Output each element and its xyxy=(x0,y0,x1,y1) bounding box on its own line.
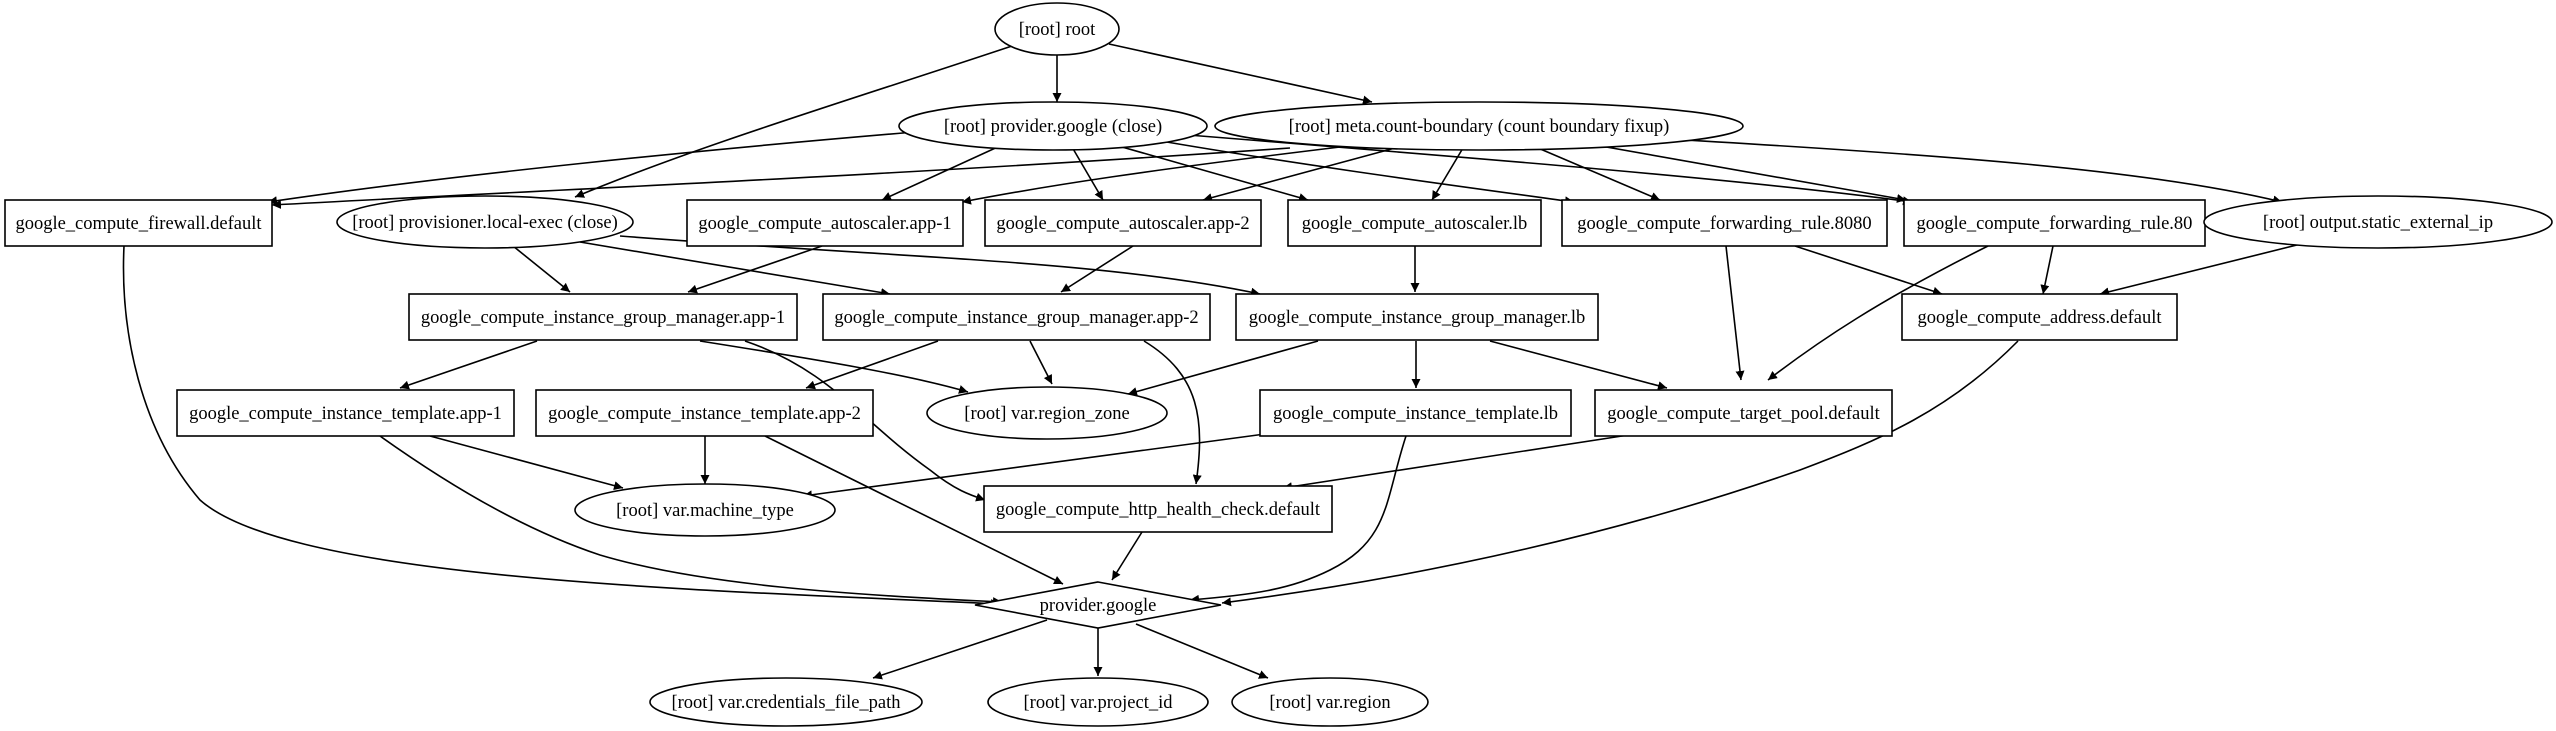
node-autoscaler-app2[interactable]: google_compute_autoscaler.app-2 xyxy=(984,199,1262,247)
edge-health-check-provider xyxy=(1111,531,1143,581)
node-igm-app2[interactable]: google_compute_instance_group_manager.ap… xyxy=(822,293,1211,341)
edge-igm-app1-health-check xyxy=(744,340,986,502)
node-fwd-80-label: google_compute_forwarding_rule.80 xyxy=(1917,214,2193,234)
node-project-id-label: [root] var.project_id xyxy=(1024,693,1174,713)
edge-address-provider xyxy=(1221,340,2019,607)
node-region-zone[interactable]: [root] var.region_zone xyxy=(926,386,1168,440)
node-provider-label: provider.google xyxy=(1040,596,1157,616)
node-meta-boundary[interactable]: [root] meta.count-boundary (count bounda… xyxy=(1214,101,1744,151)
edge-root-provisioner xyxy=(574,45,1013,198)
node-provider-close[interactable]: [root] provider.google (close) xyxy=(898,101,1208,151)
node-project-id[interactable]: [root] var.project_id xyxy=(987,677,1209,727)
node-tmpl-app1-label: google_compute_instance_template.app-1 xyxy=(189,404,502,424)
edge-igm-app2-health-check xyxy=(1143,340,1202,485)
edge-meta-output-ip xyxy=(1649,137,2283,205)
node-target-pool-label: google_compute_target_pool.default xyxy=(1607,404,1880,424)
node-credentials[interactable]: [root] var.credentials_file_path xyxy=(649,677,923,727)
edge-provider-credentials xyxy=(872,619,1048,680)
edge-fwd80-address xyxy=(2040,245,2054,295)
node-provider-close-label: [root] provider.google (close) xyxy=(944,117,1162,137)
node-tmpl-lb-label: google_compute_instance_template.lb xyxy=(1273,404,1558,424)
edge-meta-fwd-80 xyxy=(1594,144,1907,203)
edge-provisioner-igm-app2 xyxy=(579,241,891,297)
edge-provider-close-autoscaler-lb xyxy=(1114,144,1309,202)
edge-target-pool-health-check xyxy=(1282,433,1636,492)
edge-output-ip-address xyxy=(2099,240,2314,297)
edge-tmpl-app1-provider xyxy=(379,435,1003,607)
edge-meta-autoscaler-app2 xyxy=(1202,147,1396,202)
node-autoscaler-app2-label: google_compute_autoscaler.app-2 xyxy=(996,214,1249,234)
edge-meta-firewall xyxy=(271,147,1291,210)
node-fwd-8080[interactable]: google_compute_forwarding_rule.8080 xyxy=(1561,199,1888,247)
edge-autoscaler-app1-igm-app1 xyxy=(687,245,823,294)
node-region[interactable]: [root] var.region xyxy=(1231,677,1429,727)
edge-provider-close-autoscaler-app1 xyxy=(881,144,1003,201)
node-igm-app1-label: google_compute_instance_group_manager.ap… xyxy=(421,308,785,328)
node-credentials-label: [root] var.credentials_file_path xyxy=(671,693,900,713)
node-fwd-8080-label: google_compute_forwarding_rule.8080 xyxy=(1577,214,1871,234)
node-tmpl-app1[interactable]: google_compute_instance_template.app-1 xyxy=(176,389,515,437)
nodes: [root] root [root] provider.google (clos… xyxy=(4,2,2553,727)
node-target-pool[interactable]: google_compute_target_pool.default xyxy=(1594,389,1893,437)
edge-provider-region xyxy=(1135,623,1269,679)
edge-provisioner-igm-app1 xyxy=(512,245,571,293)
edge-tmpl-lb-provider xyxy=(1189,435,1407,604)
edge-igm-app1-tmpl-app1 xyxy=(399,340,538,390)
node-root[interactable]: [root] root xyxy=(994,2,1120,56)
node-output-ip[interactable]: [root] output.static_external_ip xyxy=(2203,195,2553,249)
edge-fwd8080-target-pool xyxy=(1725,245,1745,381)
edge-meta-autoscaler-lb xyxy=(1431,147,1464,201)
node-provisioner[interactable]: [root] provisioner.local-exec (close) xyxy=(336,195,634,249)
node-autoscaler-lb-label: google_compute_autoscaler.lb xyxy=(1302,214,1528,234)
node-autoscaler-app1-label: google_compute_autoscaler.app-1 xyxy=(698,214,951,234)
node-firewall-label: google_compute_firewall.default xyxy=(15,214,262,234)
node-autoscaler-app1[interactable]: google_compute_autoscaler.app-1 xyxy=(686,199,964,247)
edge-tmpl-app2-provider xyxy=(764,435,1064,585)
edge-provider-close-firewall xyxy=(267,131,916,206)
edge-firewall-provider xyxy=(122,245,1001,609)
edge-tmpl-app1-machine-type xyxy=(429,435,624,491)
edge-provider-close-autoscaler-app2 xyxy=(1071,146,1104,201)
node-tmpl-app2-label: google_compute_instance_template.app-2 xyxy=(548,404,861,424)
node-igm-lb-label: google_compute_instance_group_manager.lb xyxy=(1249,308,1586,328)
edge-meta-fwd-8080 xyxy=(1537,147,1661,201)
node-igm-app1[interactable]: google_compute_instance_group_manager.ap… xyxy=(408,293,798,341)
edge-igm-app2-region-zone xyxy=(1029,340,1053,385)
edge-igm-app2-tmpl-app2 xyxy=(805,340,939,390)
edge-igm-app1-region-zone xyxy=(699,340,969,394)
node-machine-type[interactable]: [root] var.machine_type xyxy=(574,483,836,537)
node-health-check-label: google_compute_http_health_check.default xyxy=(996,500,1321,520)
node-address[interactable]: google_compute_address.default xyxy=(1901,293,2178,341)
node-provider[interactable]: provider.google xyxy=(974,581,1222,629)
edge-meta-autoscaler-app1 xyxy=(961,146,1341,205)
node-tmpl-app2[interactable]: google_compute_instance_template.app-2 xyxy=(535,389,874,437)
node-autoscaler-lb[interactable]: google_compute_autoscaler.lb xyxy=(1287,199,1542,247)
node-provisioner-label: [root] provisioner.local-exec (close) xyxy=(352,213,618,233)
node-health-check[interactable]: google_compute_http_health_check.default xyxy=(983,485,1333,533)
edge-root-meta-boundary xyxy=(1108,43,1373,105)
edge-autoscaler-app2-igm-app2 xyxy=(1060,245,1134,293)
edge-igm-lb-region-zone xyxy=(1127,340,1319,396)
node-igm-lb[interactable]: google_compute_instance_group_manager.lb xyxy=(1235,293,1599,341)
node-region-label: [root] var.region xyxy=(1269,693,1390,713)
node-fwd-80[interactable]: google_compute_forwarding_rule.80 xyxy=(1903,199,2206,247)
node-output-ip-label: [root] output.static_external_ip xyxy=(2263,213,2493,233)
node-address-label: google_compute_address.default xyxy=(1917,308,2162,328)
edge-fwd80-target-pool xyxy=(1767,245,1989,381)
node-root-label: [root] root xyxy=(1019,20,1096,40)
node-tmpl-lb[interactable]: google_compute_instance_template.lb xyxy=(1259,389,1572,437)
node-region-zone-label: [root] var.region_zone xyxy=(964,404,1129,424)
node-firewall[interactable]: google_compute_firewall.default xyxy=(4,199,273,247)
node-meta-boundary-label: [root] meta.count-boundary (count bounda… xyxy=(1289,117,1670,137)
edge-igm-lb-target-pool xyxy=(1489,340,1668,391)
edge-provider-close-fwd-8080 xyxy=(1154,139,1575,206)
node-machine-type-label: [root] var.machine_type xyxy=(616,501,794,521)
edge-fwd8080-address xyxy=(1794,245,1943,296)
node-igm-app2-label: google_compute_instance_group_manager.ap… xyxy=(834,308,1198,328)
edge-tmpl-lb-machine-type xyxy=(802,433,1266,500)
edges xyxy=(122,43,2314,680)
